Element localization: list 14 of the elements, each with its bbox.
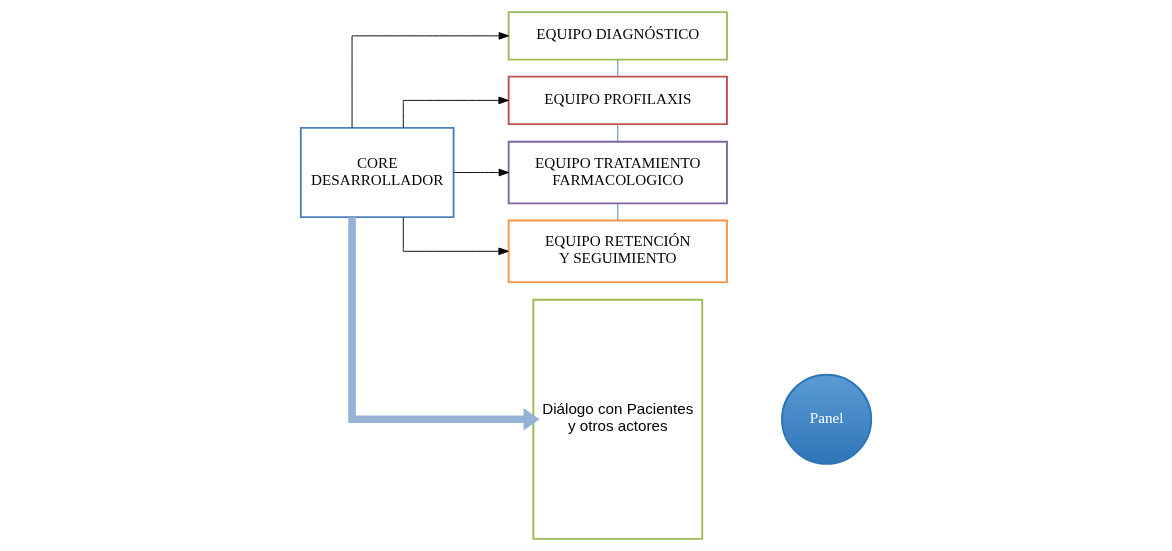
node-box: EQUIPO TRATAMIENTO FARMACOLOGICO xyxy=(507,140,728,205)
connector xyxy=(617,203,619,221)
arrow xyxy=(402,216,509,256)
node-box: EQUIPO PROFILAXIS xyxy=(507,75,728,126)
connector xyxy=(617,59,619,78)
arrow xyxy=(351,32,510,129)
connector xyxy=(617,123,619,143)
node-box: EQUIPO RETENCIÓN Y SEGUIMIENTO xyxy=(507,219,728,284)
node-box: CORE DESARROLLADOR xyxy=(299,126,455,219)
node-box: EQUIPO DIAGNÓSTICO xyxy=(507,11,728,61)
node-circle: Panel xyxy=(781,373,873,465)
arrow xyxy=(453,168,510,177)
arrow xyxy=(402,96,509,129)
node-box: Diálogo con Pacientes y otros actores xyxy=(532,298,704,540)
